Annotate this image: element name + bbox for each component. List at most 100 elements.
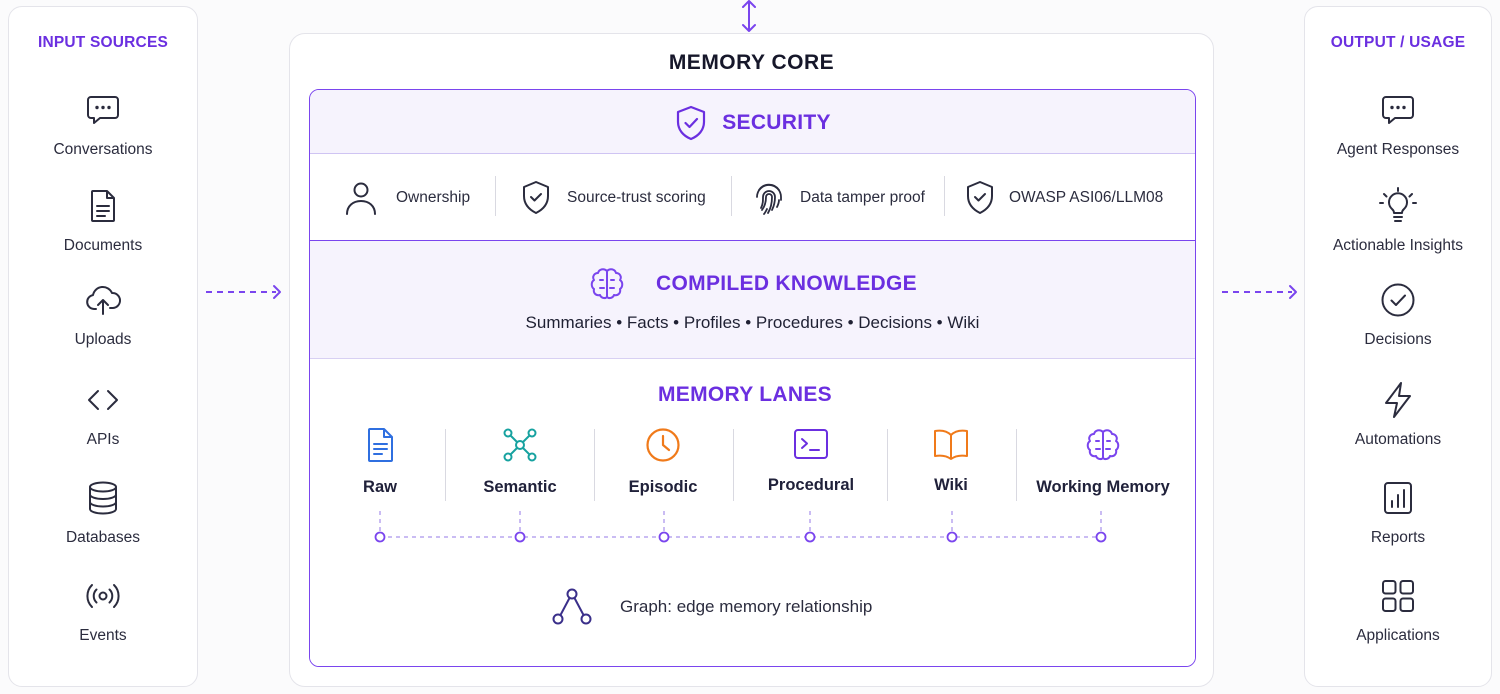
user-icon: [346, 182, 376, 215]
security-item-label: Ownership: [396, 188, 471, 206]
memory-core-inner-frame: SECURITY Ownership Source-trust scoring: [309, 89, 1196, 667]
lane-label: Episodic: [628, 478, 698, 496]
input-item-events: Events: [9, 577, 197, 645]
input-item-label: Uploads: [74, 331, 132, 348]
input-item-apis: APIs: [9, 381, 197, 449]
lane-label: Semantic: [483, 478, 557, 496]
lane-raw: Raw: [340, 427, 420, 497]
chat-bubble-icon: [87, 96, 119, 124]
document-icon: [91, 190, 115, 222]
brain-icon: [1086, 429, 1120, 461]
database-icon: [89, 481, 117, 515]
lane-label: Procedural: [767, 476, 855, 494]
lane-label: Wiki: [934, 476, 968, 494]
shield-check-icon: [967, 180, 993, 214]
output-usage-panel: OUTPUT / USAGE Agent Responses Actionabl…: [1304, 6, 1492, 687]
input-sources-title: INPUT SOURCES: [37, 34, 169, 51]
lightbulb-icon: [1379, 187, 1417, 222]
security-item-owasp: OWASP ASI06/LLM08: [965, 154, 1163, 241]
input-item-documents: Documents: [9, 187, 197, 255]
bar-chart-icon: [1384, 482, 1412, 514]
input-item-databases: Databases: [9, 479, 197, 547]
input-item-label: Events: [79, 627, 127, 644]
shield-check-icon: [677, 105, 706, 141]
divider: [733, 429, 734, 501]
input-item-conversations: Conversations: [9, 91, 197, 159]
memory-lanes-section: MEMORY LANES Raw Semantic: [310, 359, 1195, 666]
memory-core-title: MEMORY CORE: [668, 51, 835, 74]
compiled-knowledge-subtitle: Summaries • Facts • Profiles • Procedure…: [525, 313, 980, 332]
security-item-source-trust: Source-trust scoring: [521, 154, 706, 241]
lane-semantic: Semantic: [465, 427, 575, 497]
output-item-agent-responses: Agent Responses: [1305, 91, 1491, 159]
dashed-arrow-right-icon: [1222, 285, 1297, 299]
lane-working-memory: Working Memory: [1028, 427, 1178, 497]
output-item-label: Actionable Insights: [1332, 237, 1464, 254]
lane-node: [658, 531, 670, 543]
cloud-upload-icon: [86, 286, 121, 315]
lane-node: [1095, 531, 1107, 543]
file-icon: [368, 428, 393, 462]
divider: [495, 176, 496, 216]
lane-label: Raw: [363, 478, 397, 496]
output-item-automations: Automations: [1305, 381, 1491, 449]
shield-check-icon: [523, 180, 549, 214]
compiled-knowledge-title: COMPILED KNOWLEDGE: [656, 272, 917, 295]
lane-node: [374, 531, 386, 543]
output-usage-title: OUTPUT / USAGE: [1330, 34, 1466, 51]
output-item-applications: Applications: [1305, 577, 1491, 645]
security-items-row: Ownership Source-trust scoring Data tamp…: [310, 154, 1195, 241]
input-item-label: APIs: [86, 431, 120, 448]
fingerprint-icon: [756, 183, 782, 215]
input-item-label: Conversations: [53, 141, 153, 158]
check-circle-icon: [1381, 283, 1415, 317]
divider: [887, 429, 888, 501]
network-icon: [503, 428, 537, 462]
memory-lanes-title: MEMORY LANES: [658, 383, 832, 406]
memory-core-panel: MEMORY CORE SECURITY Ownership: [289, 33, 1214, 687]
security-title: SECURITY: [722, 111, 831, 134]
lanes-connector: [374, 511, 1107, 543]
lane-node: [804, 531, 816, 543]
output-item-label: Automations: [1354, 431, 1442, 448]
output-item-reports: Reports: [1305, 479, 1491, 547]
output-item-label: Decisions: [1364, 331, 1432, 348]
security-header: SECURITY: [310, 90, 1195, 154]
input-item-label: Databases: [65, 529, 141, 546]
security-item-label: Data tamper proof: [800, 188, 925, 206]
divider: [731, 176, 732, 216]
output-item-decisions: Decisions: [1305, 281, 1491, 349]
divider: [445, 429, 446, 501]
lane-episodic: Episodic: [610, 427, 716, 497]
lane-node: [946, 531, 958, 543]
output-item-actionable-insights: Actionable Insights: [1305, 187, 1491, 255]
output-item-label: Applications: [1356, 627, 1440, 644]
divider: [1016, 429, 1017, 501]
book-icon: [934, 429, 968, 460]
lane-procedural: Procedural: [750, 427, 872, 495]
dashed-arrow-right-icon: [206, 285, 281, 299]
lightning-icon: [1385, 382, 1411, 418]
app-grid-icon: [1382, 580, 1414, 612]
divider: [944, 176, 945, 216]
input-item-label: Documents: [63, 237, 143, 254]
bidirectional-arrow-icon: [742, 0, 756, 32]
terminal-icon: [794, 429, 828, 459]
graph-label: Graph: edge memory relationship: [620, 597, 873, 616]
divider: [594, 429, 595, 501]
output-item-label: Reports: [1370, 529, 1426, 546]
security-item-tamper-proof: Data tamper proof: [752, 154, 925, 241]
lane-label: Working Memory: [1036, 478, 1170, 496]
security-item-ownership: Ownership: [344, 154, 470, 241]
graph-row: Graph: edge memory relationship: [550, 587, 872, 627]
lane-wiki: Wiki: [910, 427, 992, 495]
input-sources-panel: INPUT SOURCES Conversations Documents Up…: [8, 6, 198, 687]
lane-node: [514, 531, 526, 543]
broadcast-icon: [86, 584, 120, 608]
code-brackets-icon: [88, 390, 118, 410]
security-item-label: OWASP ASI06/LLM08: [1009, 188, 1164, 206]
brain-icon: [590, 268, 624, 300]
chat-bubble-icon: [1382, 96, 1414, 124]
output-item-label: Agent Responses: [1336, 141, 1460, 158]
clock-icon: [646, 428, 680, 462]
